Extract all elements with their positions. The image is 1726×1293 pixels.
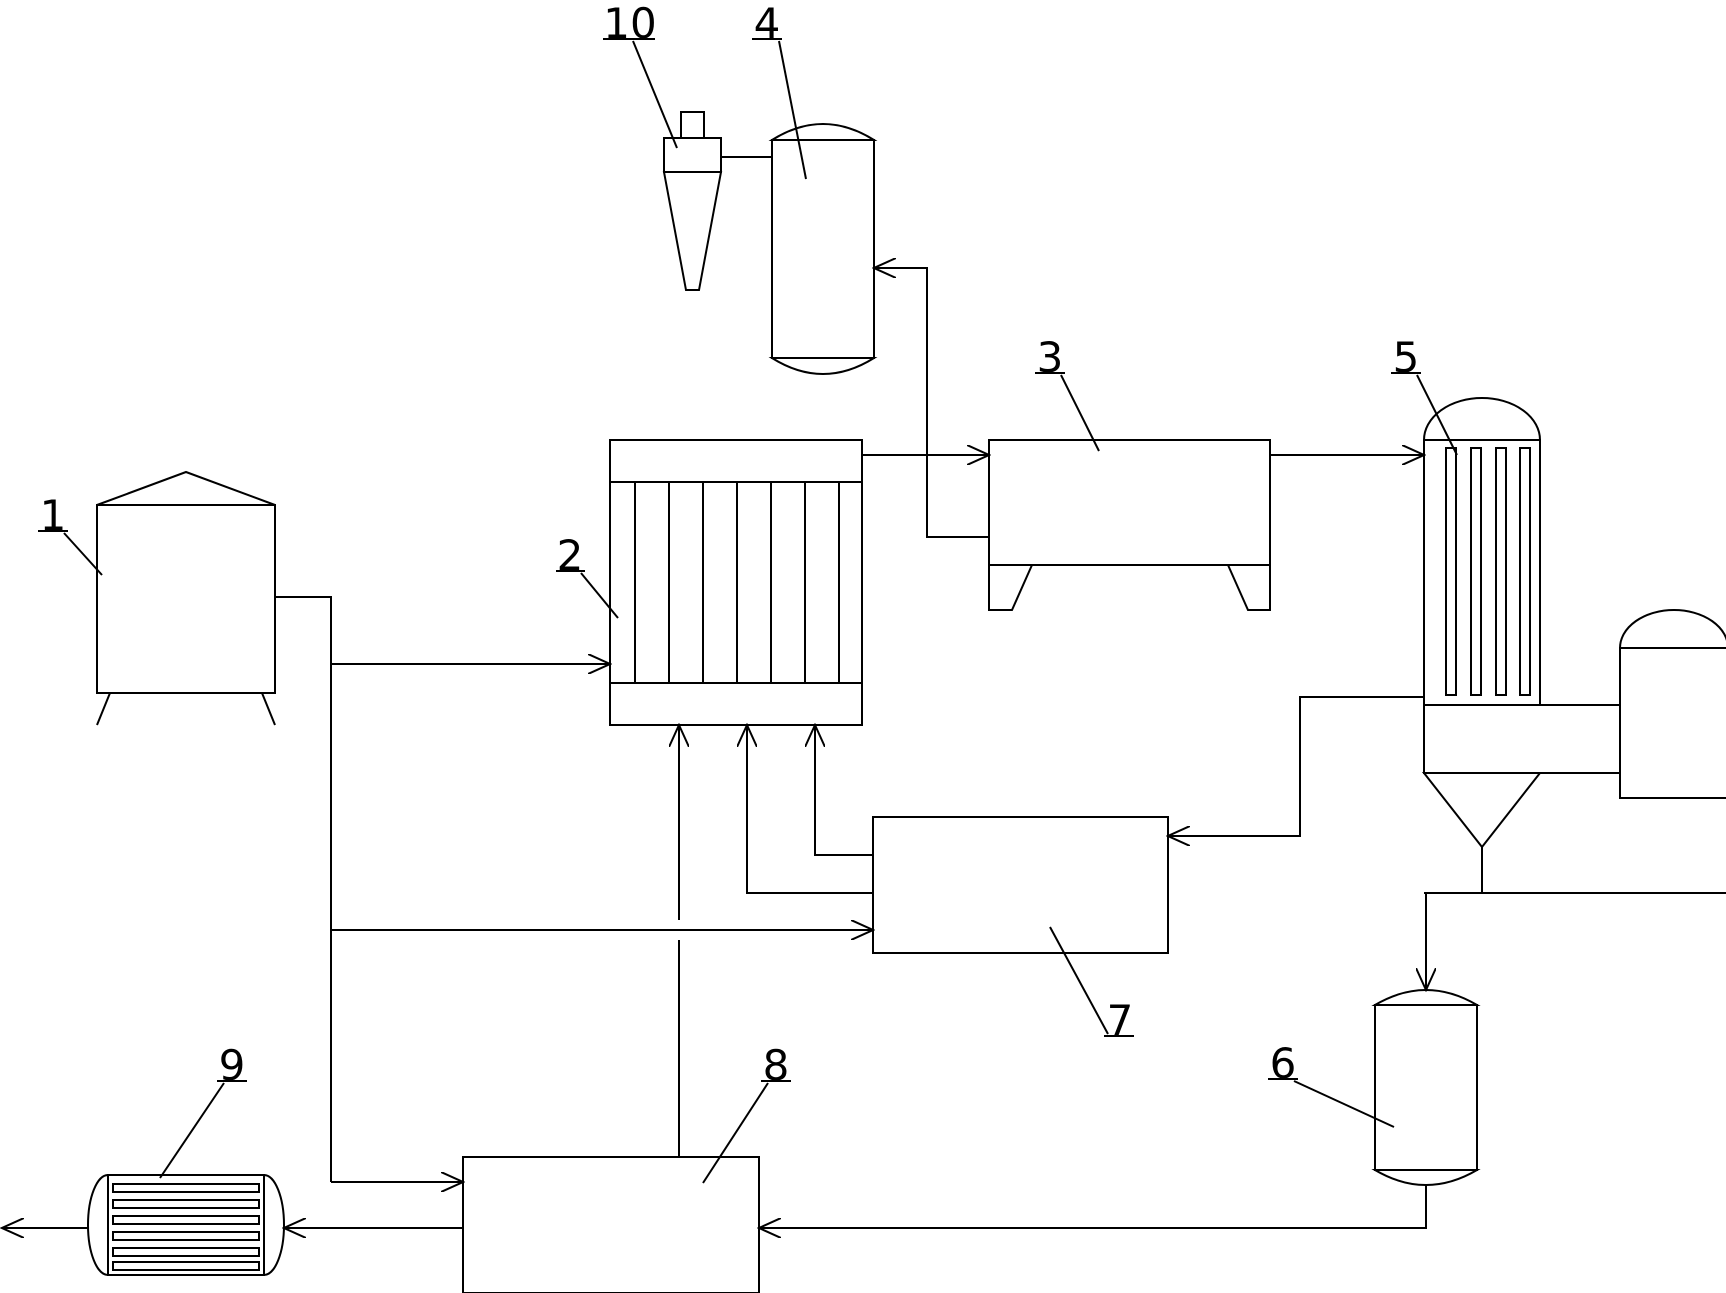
label-5: 5	[1391, 333, 1458, 456]
label-10: 10	[603, 0, 678, 149]
svg-text:3: 3	[1037, 333, 1064, 382]
svg-text:8: 8	[763, 1041, 790, 1090]
svg-text:1: 1	[40, 491, 67, 540]
label-9: 9	[159, 1041, 247, 1179]
vessel-6	[1371, 989, 1481, 1186]
cooler-9	[87, 1173, 285, 1277]
exchanger-2	[609, 439, 863, 726]
tank-1	[96, 470, 276, 726]
unit-3	[988, 439, 1271, 611]
label-1: 1	[38, 491, 103, 576]
svg-text:4: 4	[754, 0, 781, 48]
cyclone-10	[662, 111, 772, 291]
label-3: 3	[1035, 333, 1100, 452]
label-8: 8	[702, 1041, 791, 1184]
svg-text:10: 10	[603, 0, 656, 48]
piping	[2, 268, 1426, 1228]
vessel-4	[768, 123, 878, 375]
label-4: 4	[752, 0, 807, 180]
svg-text:6: 6	[1270, 1039, 1297, 1088]
svg-text:5: 5	[1393, 333, 1420, 382]
evaporator-5	[1421, 397, 1726, 894]
unit-7	[872, 816, 1169, 954]
unit-8	[462, 1156, 760, 1293]
svg-text:2: 2	[557, 531, 584, 580]
svg-text:7: 7	[1107, 996, 1134, 1045]
label-2: 2	[556, 531, 619, 619]
label-7: 7	[1049, 926, 1134, 1045]
svg-text:9: 9	[219, 1041, 246, 1090]
label-6: 6	[1268, 1039, 1395, 1128]
